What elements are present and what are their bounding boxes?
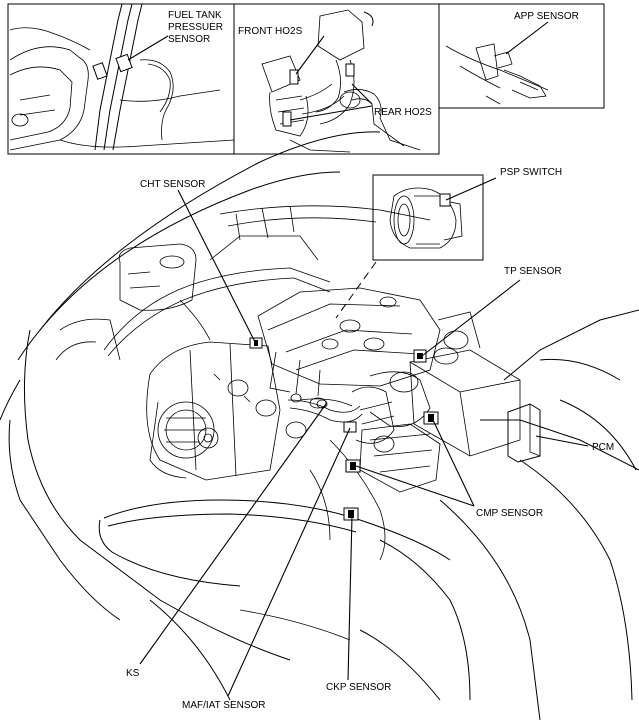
vehicle-body-outline	[0, 131, 639, 720]
inset-psp-switch-panel	[335, 174, 497, 319]
maf-iat-sensor-marker	[343, 421, 357, 433]
inset-app-sensor-panel: APP SENSOR	[438, 3, 605, 109]
app-sensor-label: APP SENSOR	[514, 11, 579, 22]
fuel-tank-label-line1: FUEL TANK	[168, 10, 222, 21]
inset-ho2s-panel: FRONT HO2S REAR HO2S	[233, 3, 440, 155]
cmp-sensor-label: CMP SENSOR	[476, 508, 543, 519]
psp-switch-label: PSP SWITCH	[500, 167, 562, 178]
ckp-sensor-label: CKP SENSOR	[326, 682, 391, 693]
rear-ho2s-label: REAR HO2S	[374, 107, 432, 118]
cht-sensor-label: CHT SENSOR	[140, 179, 205, 190]
ks-label: KS	[126, 668, 140, 679]
leader-lines	[139, 189, 589, 697]
main-labels: CHT SENSOR PSP SWITCH TP SENSOR PCM CMP …	[126, 167, 614, 711]
sensor-markers	[249, 337, 439, 521]
pcm-label: PCM	[592, 442, 614, 453]
engine-bay-components	[55, 205, 541, 561]
maf-iat-sensor-label: MAF/IAT SENSOR	[182, 700, 266, 711]
fuel-tank-label-line3: SENSOR	[168, 34, 210, 45]
fuel-tank-label-line2: PRESSUER	[168, 22, 223, 33]
inset-fuel-tank-panel: FUEL TANK PRESSUER SENSOR	[7, 3, 235, 155]
tp-sensor-label: TP SENSOR	[504, 266, 562, 277]
front-ho2s-label: FRONT HO2S	[238, 26, 303, 37]
